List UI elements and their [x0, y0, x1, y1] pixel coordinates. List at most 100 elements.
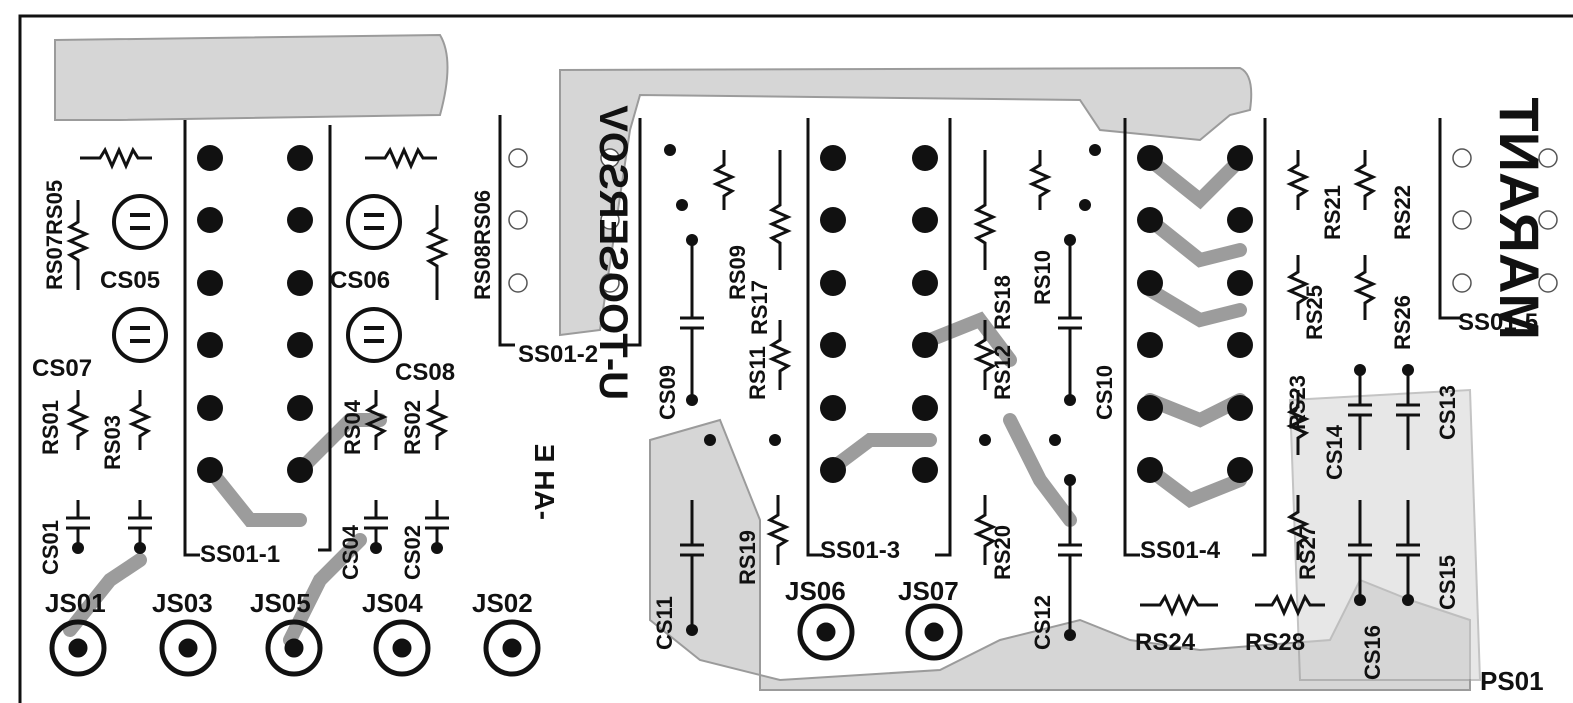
label-cs05: CS05 — [100, 267, 160, 294]
jack-labels: JS01 JS03 JS05 JS04 JS02 JS06 JS07 — [45, 576, 959, 618]
pad — [508, 273, 528, 293]
trace — [1143, 153, 1247, 210]
capacitor-cs09 — [680, 240, 704, 400]
pad — [1137, 145, 1163, 171]
resistor-rs07 — [66, 200, 90, 290]
label-js05: JS05 — [250, 588, 311, 618]
pad — [1538, 210, 1558, 230]
jack-js03-ring — [159, 619, 217, 677]
resistor-rs09 — [712, 150, 736, 210]
pad — [287, 145, 313, 171]
pad — [912, 457, 938, 483]
label-cs13: CS13 — [1435, 385, 1460, 440]
trace — [1143, 393, 1247, 428]
lead — [1402, 594, 1414, 606]
label-cs09: CS09 — [655, 365, 680, 420]
label-rs19: RS19 — [735, 530, 760, 585]
trace — [1143, 463, 1247, 508]
label-rs24: RS24 — [1135, 629, 1196, 656]
copper-area-top-left — [54, 33, 449, 121]
pad — [1137, 332, 1163, 358]
electrolytic-cs08 — [346, 307, 402, 363]
label-ss01-4: SS01-4 — [1140, 537, 1221, 564]
resistor-rs10 — [1028, 150, 1052, 210]
capacitor-cs02 — [425, 500, 449, 548]
jack-js02-ring — [483, 619, 541, 677]
lead — [1064, 234, 1076, 246]
pads-ss01-1 — [197, 145, 313, 483]
header-frames — [183, 115, 1460, 557]
trace — [1143, 213, 1247, 268]
capacitor-symbols — [66, 240, 1420, 635]
pad — [912, 270, 938, 296]
pad — [287, 207, 313, 233]
jack-js02-center — [502, 638, 522, 658]
jack-js04-ring — [373, 619, 431, 677]
label-cs16: CS16 — [1360, 625, 1385, 680]
lead — [1402, 364, 1414, 376]
jack-js06-center — [816, 622, 836, 642]
pads-ss01-3 — [820, 145, 938, 483]
trace — [823, 433, 937, 477]
pad — [197, 145, 223, 171]
label-rs03: RS03 — [100, 415, 125, 470]
pad — [1452, 210, 1472, 230]
traces — [63, 153, 1247, 647]
label-rs20: RS20 — [990, 525, 1015, 580]
label-js03: JS03 — [152, 588, 213, 618]
resistor-rs08 — [425, 205, 449, 300]
pad — [912, 395, 938, 421]
label-rs22: RS22 — [1390, 185, 1415, 240]
pads-ss01-5 — [1452, 148, 1558, 293]
capacitor-cs16 — [1348, 500, 1372, 600]
pad — [820, 270, 846, 296]
pad — [197, 207, 223, 233]
capacitor-cs14 — [1348, 370, 1372, 450]
via — [1049, 434, 1061, 446]
jacks — [49, 603, 963, 677]
lead — [431, 542, 443, 554]
capacitor-cs11 — [680, 500, 704, 630]
pad — [1227, 332, 1253, 358]
lead — [686, 394, 698, 406]
label-js06: JS06 — [785, 576, 846, 606]
pad — [1538, 148, 1558, 168]
resistor-rs25 — [1286, 255, 1310, 320]
lead — [1064, 394, 1076, 406]
via-dots — [664, 144, 1101, 446]
label-cs01: CS01 — [38, 520, 63, 575]
vertical-labels: RS07RS05 RS08RS06 RS01 CS01 RS03 RS04 CS… — [38, 180, 1460, 680]
capacitor-leads — [72, 234, 1414, 641]
label-rs08rs06: RS08RS06 — [470, 190, 495, 300]
capacitor-cs15 — [1396, 500, 1420, 600]
trace — [1003, 413, 1077, 527]
copper-area-center — [559, 66, 1253, 337]
lead — [72, 542, 84, 554]
pad — [287, 270, 313, 296]
jack-js04-center — [392, 638, 412, 658]
label-rs23: RS23 — [1285, 375, 1310, 430]
label-js07: JS07 — [898, 576, 959, 606]
pad — [1227, 207, 1253, 233]
capacitor-cs13 — [1396, 370, 1420, 450]
lead — [686, 624, 698, 636]
pad — [1227, 270, 1253, 296]
jack-js01-center — [68, 638, 88, 658]
resistor-rs02 — [425, 390, 449, 450]
pad — [1538, 273, 1558, 293]
resistor-rs01 — [66, 390, 90, 450]
pad — [1137, 270, 1163, 296]
label-rs21: RS21 — [1320, 185, 1345, 240]
jack-js01-ring — [49, 619, 107, 677]
pad — [1452, 148, 1472, 168]
electrolytic-cs05 — [112, 194, 168, 250]
trace — [1143, 283, 1247, 328]
label-cs02: CS02 — [400, 525, 425, 580]
pad — [287, 457, 313, 483]
label-rs04: RS04 — [340, 399, 365, 455]
label-ss01-3: SS01-3 — [820, 537, 900, 564]
electrolytic-cs06 — [346, 194, 402, 250]
resistor-rs20 — [973, 495, 997, 565]
jack-js07-center — [924, 622, 944, 642]
